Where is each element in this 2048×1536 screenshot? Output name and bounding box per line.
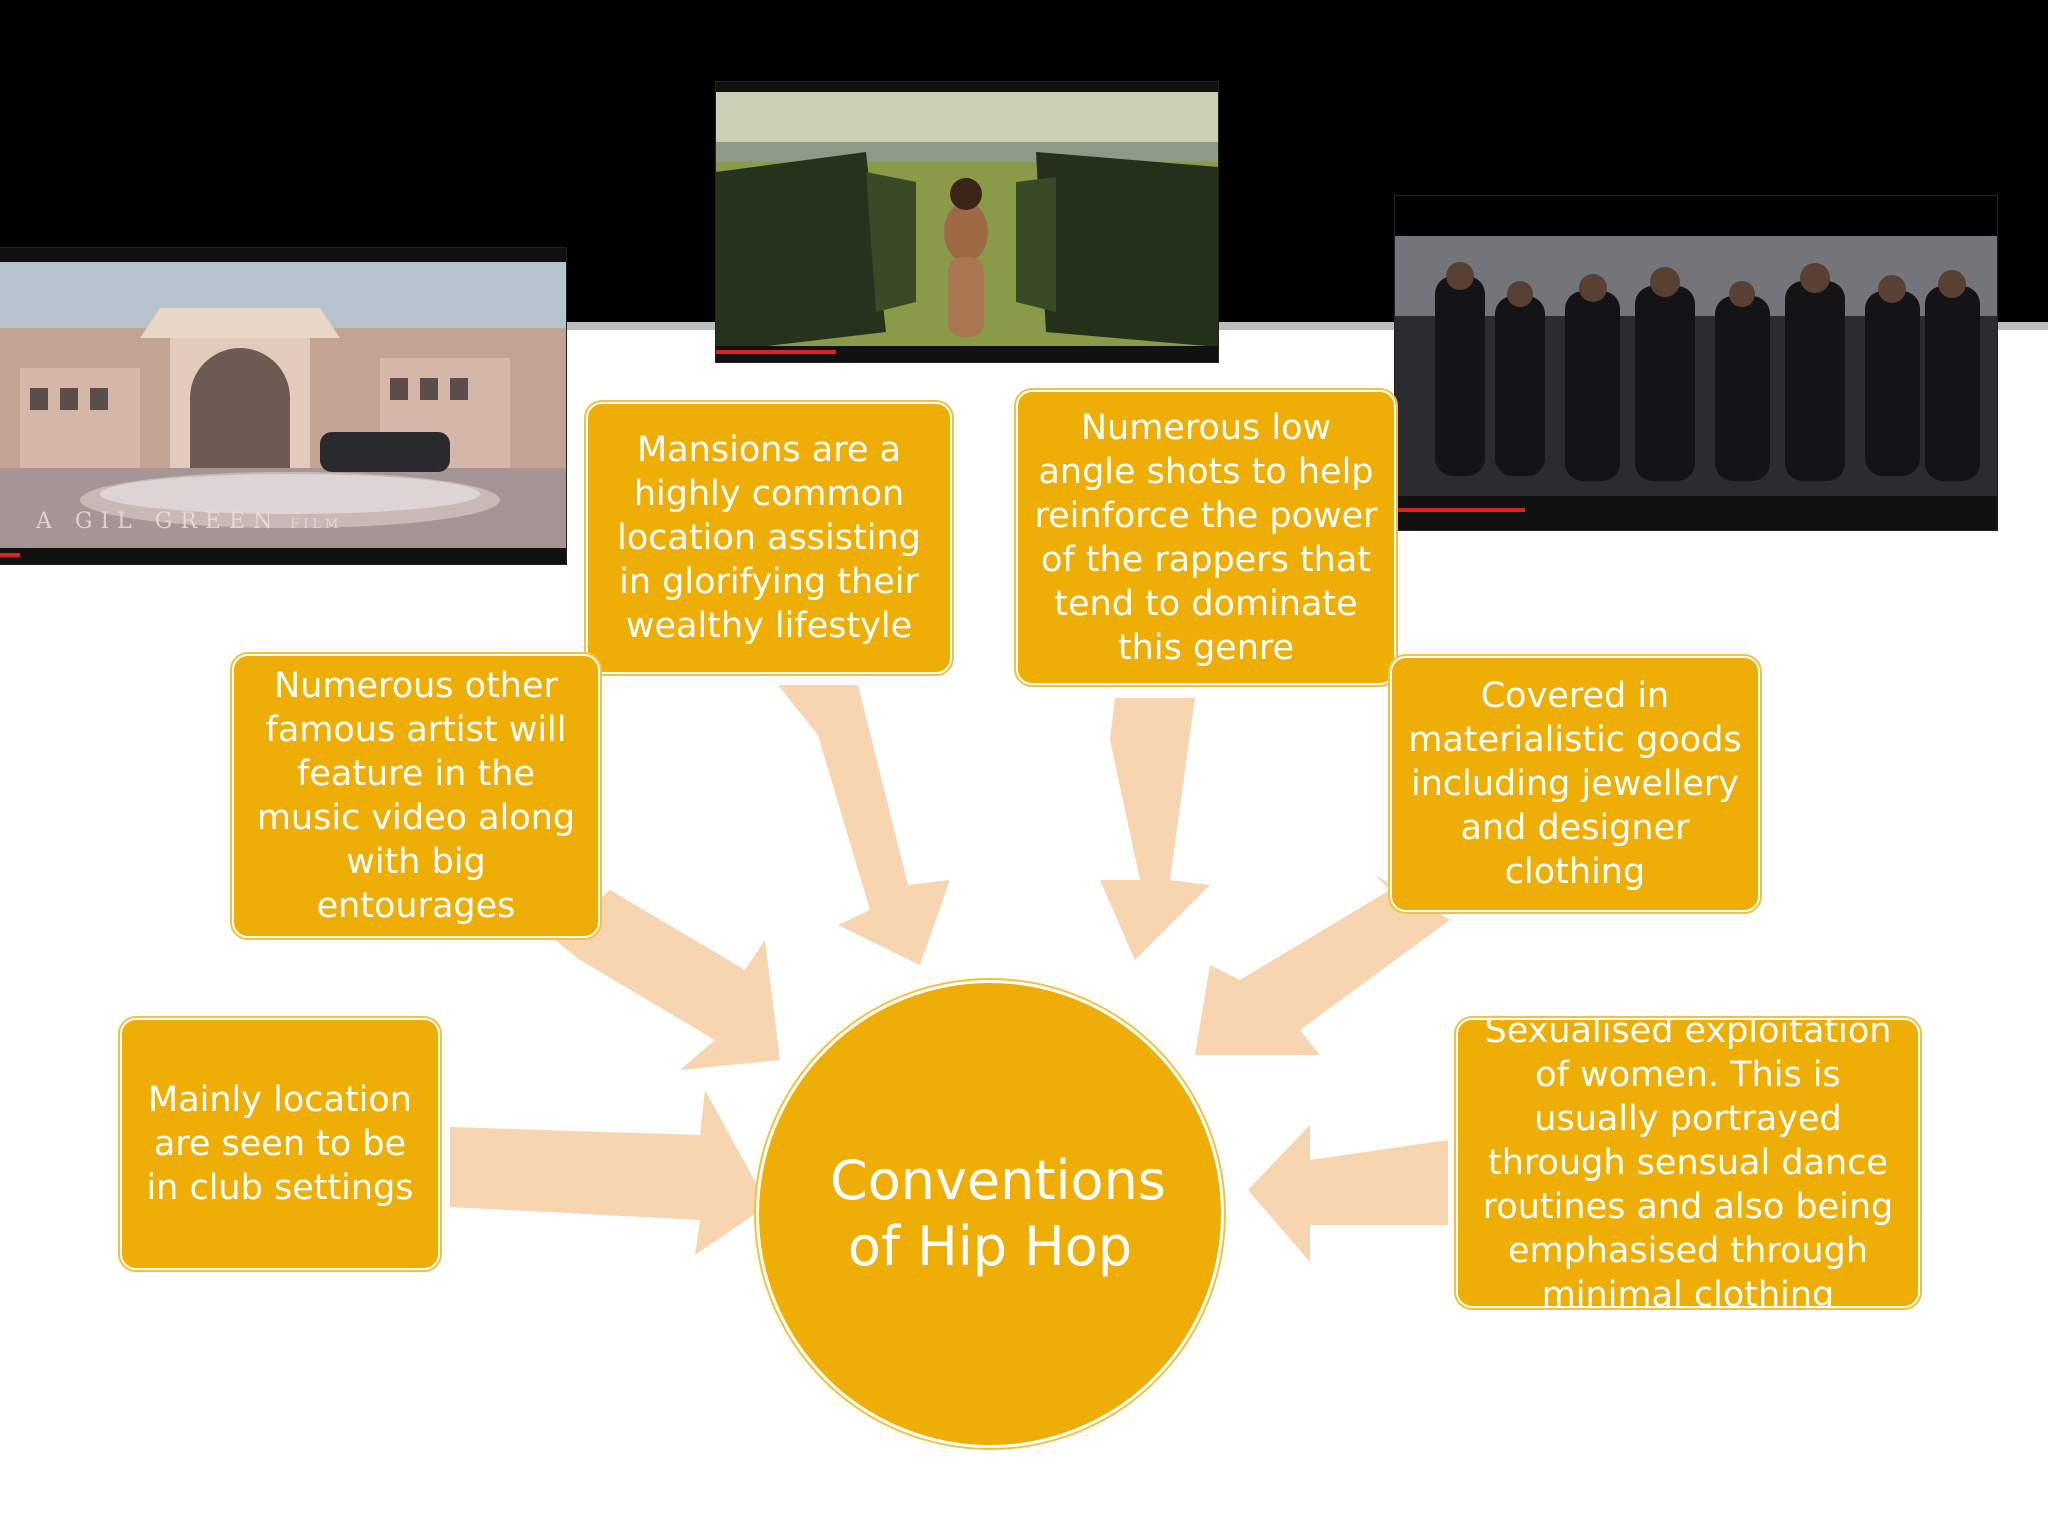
box-mansions: Mansions are a highly common location as… xyxy=(584,400,954,676)
box-sexualised: Sexualised exploitation of women. This i… xyxy=(1454,1011,1922,1315)
arrow-mansions xyxy=(778,685,950,965)
box-materialistic: Covered in materialistic goods including… xyxy=(1388,654,1762,914)
arrow-club xyxy=(450,1090,768,1255)
box-club: Mainly location are seen to be in club s… xyxy=(118,1016,442,1272)
crowd-screenshot xyxy=(1395,196,1997,530)
arrow-materialistic xyxy=(1195,875,1450,1055)
hub-label: Conventions of Hip Hop xyxy=(830,1149,1166,1278)
arrow-famous xyxy=(555,890,780,1070)
box-famous-artists: Numerous other famous artist will featur… xyxy=(230,652,602,940)
arrow-low-angle xyxy=(1100,698,1210,960)
garden-screenshot xyxy=(716,82,1218,362)
arrow-sexualised xyxy=(1248,1125,1448,1262)
box-low-angle: Numerous low angle shots to help reinfor… xyxy=(1014,388,1398,687)
hub-circle: Conventions of Hip Hop xyxy=(754,978,1226,1450)
